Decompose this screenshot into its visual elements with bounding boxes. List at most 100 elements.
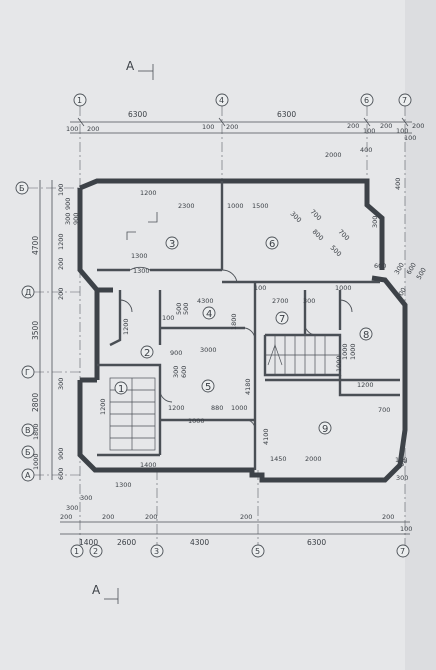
room-number: 7 (279, 314, 285, 325)
dimension-text: 2300 (178, 202, 195, 210)
dimension-text: 4300 (197, 297, 214, 305)
dimension-text: 200 (57, 258, 65, 270)
paper-shade (405, 0, 436, 670)
dimension-text: 2800 (31, 393, 40, 412)
dimension-text: 1300 (115, 481, 132, 489)
room-number: 1 (118, 384, 124, 395)
section-mark-label-bottom: A (92, 583, 101, 597)
dimension-text: 300 (64, 213, 72, 225)
dimension-text: 600 (180, 366, 188, 378)
dimension-text: 1200 (140, 189, 157, 197)
dimension-text: 2000 (325, 151, 342, 159)
dimension-text: 200 (87, 125, 99, 133)
dimension-text: 880 (211, 404, 223, 412)
dimension-text: 300 (303, 297, 315, 305)
dimension-text: 4300 (190, 538, 209, 547)
dimension-text: 900 (170, 349, 182, 357)
axis-label: Г (25, 368, 30, 377)
dimension-text: 4100 (262, 428, 270, 445)
dimension-text: 100 (202, 123, 214, 131)
dimension-text: 200 (102, 513, 114, 521)
dimension-lines-top: 6300 6300 100 200 100 200 200 100 200 10… (66, 110, 424, 142)
axis-label: Б (19, 184, 25, 193)
dimension-text: 1500 (252, 202, 269, 210)
dimension-text: 200 (380, 122, 392, 130)
dimension-text: 4180 (244, 378, 252, 395)
dimension-text: 1300 (133, 267, 150, 275)
staircase-room1 (109, 377, 156, 451)
room-number: 4 (206, 309, 212, 320)
dimension-text: 3500 (31, 321, 40, 340)
dimension-lines-bottom: 1400 2600 4300 6300 200 200 200 200 200 … (60, 513, 412, 547)
axis-label: 2 (93, 547, 98, 556)
axis-label: Д (25, 288, 31, 297)
dimension-text: 900 (64, 198, 72, 210)
dimension-text: 3000 (200, 346, 217, 354)
room3-marks (126, 212, 158, 240)
dimension-text: 1400 (140, 461, 157, 469)
dimension-text: 300 (371, 216, 379, 228)
axis-label: 5 (255, 547, 260, 556)
dimension-text: 1800 (32, 423, 40, 440)
dimension-text: 200 (60, 513, 72, 521)
dimension-text: 1000 (349, 343, 357, 360)
dimension-text: 200 (347, 122, 359, 130)
dimension-text: 300 (396, 474, 408, 482)
axis-bubble (396, 544, 410, 558)
dimension-text: 1000 (231, 404, 248, 412)
axis-bubbles-bottom: 1 2 3 5 7 (70, 544, 410, 558)
dimension-text: 1000 (188, 417, 205, 425)
axis-label: 7 (402, 96, 407, 105)
dimension-text: 500 (175, 303, 183, 315)
axis-label: 7 (400, 547, 405, 556)
dimension-text: 600 (57, 468, 65, 480)
axis-bubble (70, 544, 84, 558)
dimension-text: 1200 (357, 381, 374, 389)
dimension-text: 1000 (335, 355, 343, 372)
dimension-text: 2000 (305, 455, 322, 463)
dimension-text: 1300 (131, 252, 148, 260)
room-number: 3 (169, 239, 175, 250)
dimension-text: 1000 (32, 453, 40, 470)
dimension-text: 1800 (230, 313, 238, 330)
dimension-text: 100 (363, 127, 375, 135)
dimension-text: 1200 (122, 318, 130, 335)
dimension-text: 200 (57, 288, 65, 300)
dimension-text: 100 (404, 134, 416, 142)
room-number: 6 (269, 239, 275, 250)
dimension-text: 1200 (57, 233, 65, 250)
dimension-text: 100 (57, 184, 65, 196)
dimension-text: 1200 (99, 398, 107, 415)
dimension-text: 6300 (128, 110, 147, 119)
dimension-text: 300 (80, 494, 92, 502)
axis-bubbles-left: Б Д Г В Б А (15, 181, 35, 482)
axis-bubble (89, 544, 103, 558)
axis-label: 4 (219, 96, 224, 105)
room-number: 8 (363, 330, 369, 341)
dimension-text: 600 (374, 262, 386, 270)
dimension-text: 200 (382, 513, 394, 521)
staircase-hall (264, 334, 341, 376)
dimension-text: 700 (378, 406, 390, 414)
axis-label: В (25, 426, 31, 435)
axis-label: 1 (77, 96, 82, 105)
dimension-text: 1200 (168, 404, 185, 412)
dimension-text: 200 (226, 123, 238, 131)
room-number: 9 (322, 424, 328, 435)
dimension-text: 6300 (277, 110, 296, 119)
room-labels: 3 6 2 4 5 7 8 1 9 (114, 236, 373, 435)
section-mark-bottom: A (92, 583, 119, 604)
dimension-text: 200 (240, 513, 252, 521)
dimension-text: 200 (145, 513, 157, 521)
dimension-text: 6300 (307, 538, 326, 547)
dimension-text: 400 (394, 178, 402, 190)
axis-label: Б (25, 448, 31, 457)
room-number: 2 (144, 348, 150, 359)
dimension-text: 1000 (335, 284, 352, 292)
dimension-text: 1000 (341, 343, 349, 360)
axis-label: 3 (154, 547, 159, 556)
door-swings (119, 266, 353, 429)
room-number: 5 (205, 382, 211, 393)
dimension-text: 300 (172, 366, 180, 378)
